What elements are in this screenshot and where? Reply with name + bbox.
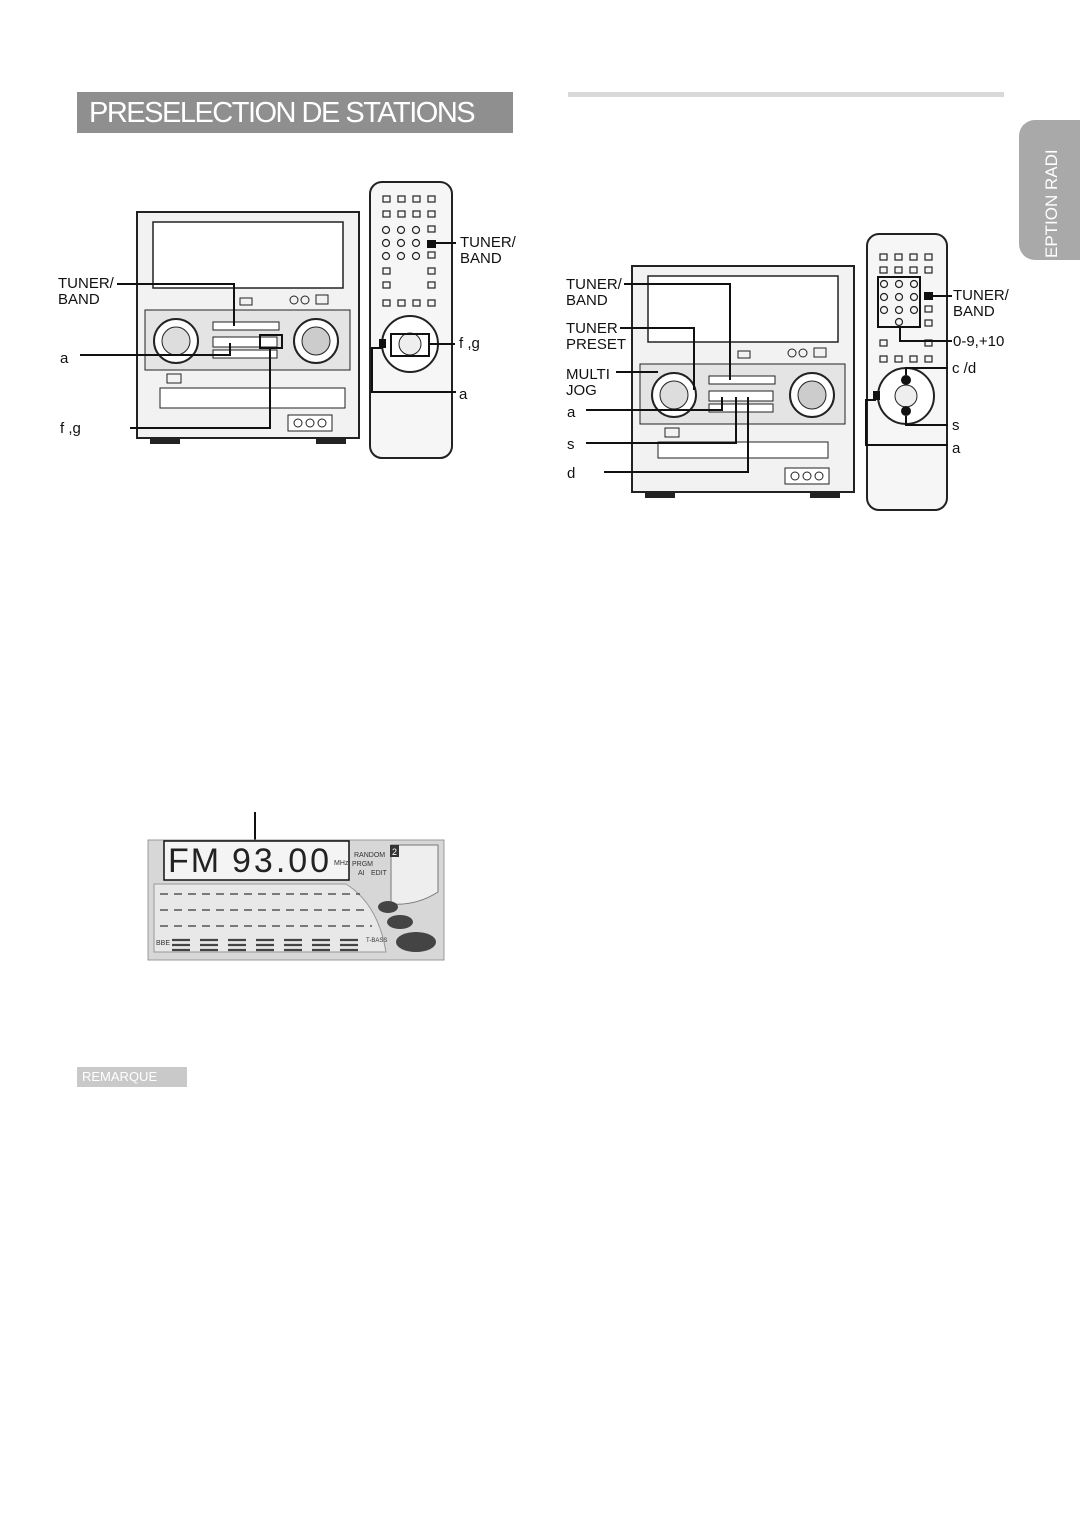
lcd-indicator-edit: EDIT	[371, 870, 388, 877]
label-line: MULTI	[566, 366, 610, 383]
spectrum-bars	[172, 938, 358, 952]
stereo-unit-illustration-left	[80, 181, 456, 459]
label-line: TUNER/	[460, 234, 516, 251]
right-remote-label-tuner-band: TUNER/ BAND	[953, 288, 1009, 320]
right-remote-label-digits: 0-9,+10	[953, 333, 1005, 350]
label-line: JOG	[566, 382, 597, 399]
right-label-a: a	[567, 404, 576, 421]
lcd-unit: MHz	[334, 860, 349, 867]
lcd-indicator-ai: AI	[358, 870, 365, 877]
remote-label-tuner-band: TUNER/ BAND	[460, 235, 516, 267]
right-label-multi-jog: MULTI JOG	[566, 367, 610, 399]
unit-label-tuner-band: TUNER/ BAND	[58, 276, 114, 308]
label-line: TUNER	[566, 320, 618, 337]
lcd-frequency: 93.00	[232, 842, 332, 880]
remote-label-a: a	[459, 386, 468, 403]
right-label-d: d	[567, 465, 576, 482]
right-remote-label-a: a	[952, 440, 961, 457]
unit-label-fg: f ,g	[60, 420, 81, 437]
note-label: REMARQUE	[77, 1067, 187, 1087]
label-line: TUNER/	[58, 275, 114, 292]
header-rule	[568, 92, 1004, 97]
label-line: BAND	[58, 291, 100, 308]
lcd-t-bass: T-BASS	[366, 938, 387, 944]
lcd-indicator-prgm: PRGM	[352, 861, 373, 868]
side-tab-label: EPTION RADI	[1042, 149, 1061, 258]
unit-label-a: a	[60, 350, 69, 367]
section-header: PRESELECTION DE STATIONS	[77, 92, 513, 133]
stereo-unit-illustration-right	[586, 233, 952, 511]
label-line: PRESET	[566, 336, 627, 353]
lcd-indicator-random: RANDOM	[354, 852, 385, 859]
label-line: BAND	[953, 303, 995, 320]
label-line: TUNER/	[566, 276, 622, 293]
right-label-tuner-preset: TUNER PRESET	[566, 321, 626, 353]
page-title: PRESELECTION DE STATIONS	[89, 97, 476, 129]
label-line: BAND	[460, 250, 502, 267]
right-label-s: s	[567, 436, 575, 453]
right-remote-label-cd: c /d	[952, 360, 977, 377]
label-line: TUNER/	[953, 287, 1009, 304]
lcd-band: FM	[168, 842, 221, 880]
remote-label-fg: f ,g	[459, 335, 480, 352]
figure-right: TUNER/ BAND TUNER PRESET MULTI JOG a s d…	[540, 0, 1020, 520]
lcd-bbe: BBE	[156, 940, 170, 947]
lcd-display: 2 FM 93.00 MHz RANDOM PRGM AI EDIT BBE T…	[146, 812, 446, 962]
figure-left: TUNER/ BAND a f ,g TUNER/ BAND f ,g a	[0, 0, 540, 520]
lcd-display-drawing: 2 FM 93.00 MHz RANDOM PRGM AI EDIT BBE T…	[147, 812, 445, 961]
right-label-tuner-band: TUNER/ BAND	[566, 277, 622, 309]
right-remote-label-s: s	[952, 417, 960, 434]
lcd-preset-number: 2	[392, 847, 397, 857]
label-line: BAND	[566, 292, 608, 309]
side-tab	[1019, 120, 1080, 260]
